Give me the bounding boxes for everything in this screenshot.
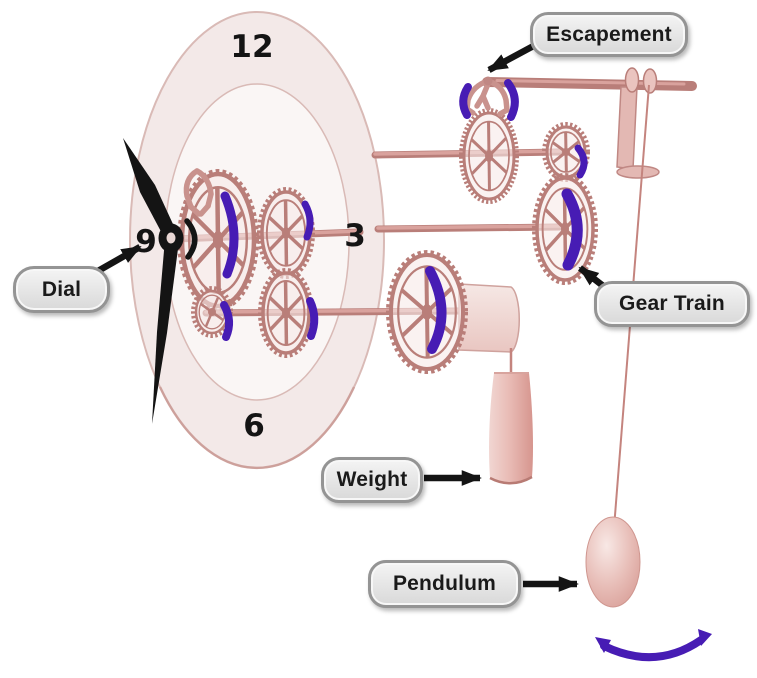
beam-knob [642, 68, 658, 94]
rotation-arc [574, 144, 588, 179]
pendulum-bob [585, 516, 641, 608]
barrel-gear [386, 250, 468, 374]
label-weight: Weight [321, 457, 423, 503]
rotation-arc [220, 191, 239, 279]
rotation-arcs [220, 79, 588, 354]
rotation-arc [459, 83, 472, 119]
weight-assembly [489, 348, 533, 485]
escape-wheel [459, 108, 519, 204]
pendulum-swing-arrow [595, 629, 712, 662]
rotation-arc [561, 188, 583, 271]
motion-claw [183, 168, 214, 217]
dial-number-12: 12 [230, 29, 273, 65]
top-beam [482, 77, 697, 91]
dial-number-3: 3 [344, 218, 366, 254]
label-gear-train: Gear Train [594, 281, 750, 327]
dial-number-6: 6 [243, 408, 265, 444]
dial-number-9: 9 [135, 224, 157, 260]
center-wheel [177, 169, 259, 311]
bracket-foot [616, 165, 660, 179]
weight-drum [458, 283, 521, 353]
dial-rim-shadow [158, 386, 356, 470]
label-escapement: Escapement [530, 12, 688, 57]
hour-hand [152, 239, 179, 424]
anchor-pivot [483, 76, 493, 86]
hand-hub-center [166, 232, 176, 244]
beam-knob [624, 67, 640, 93]
weight-cone [489, 373, 533, 484]
rotation-arc [306, 297, 319, 340]
escapement-anchor [464, 76, 510, 117]
hub-crescent [184, 218, 198, 260]
support-bracket [616, 86, 638, 170]
gears [177, 108, 598, 374]
rotation-arc [220, 301, 233, 341]
clock-hands [123, 138, 198, 424]
escapement-arrow [487, 40, 541, 73]
rotation-arc [504, 79, 519, 121]
rotation-arc [425, 266, 447, 354]
minute-hand [123, 138, 178, 241]
label-dial: Dial [13, 266, 110, 313]
small-pinion [191, 286, 233, 338]
rotation-arc [301, 200, 314, 241]
label-pendulum: Pendulum [368, 560, 521, 608]
dial-arrow [96, 244, 142, 274]
fourth-wheel [258, 268, 314, 358]
weight-bottom-edge [489, 475, 533, 485]
arbor-rod-highlight [376, 224, 562, 230]
callout-arrows [96, 40, 613, 592]
